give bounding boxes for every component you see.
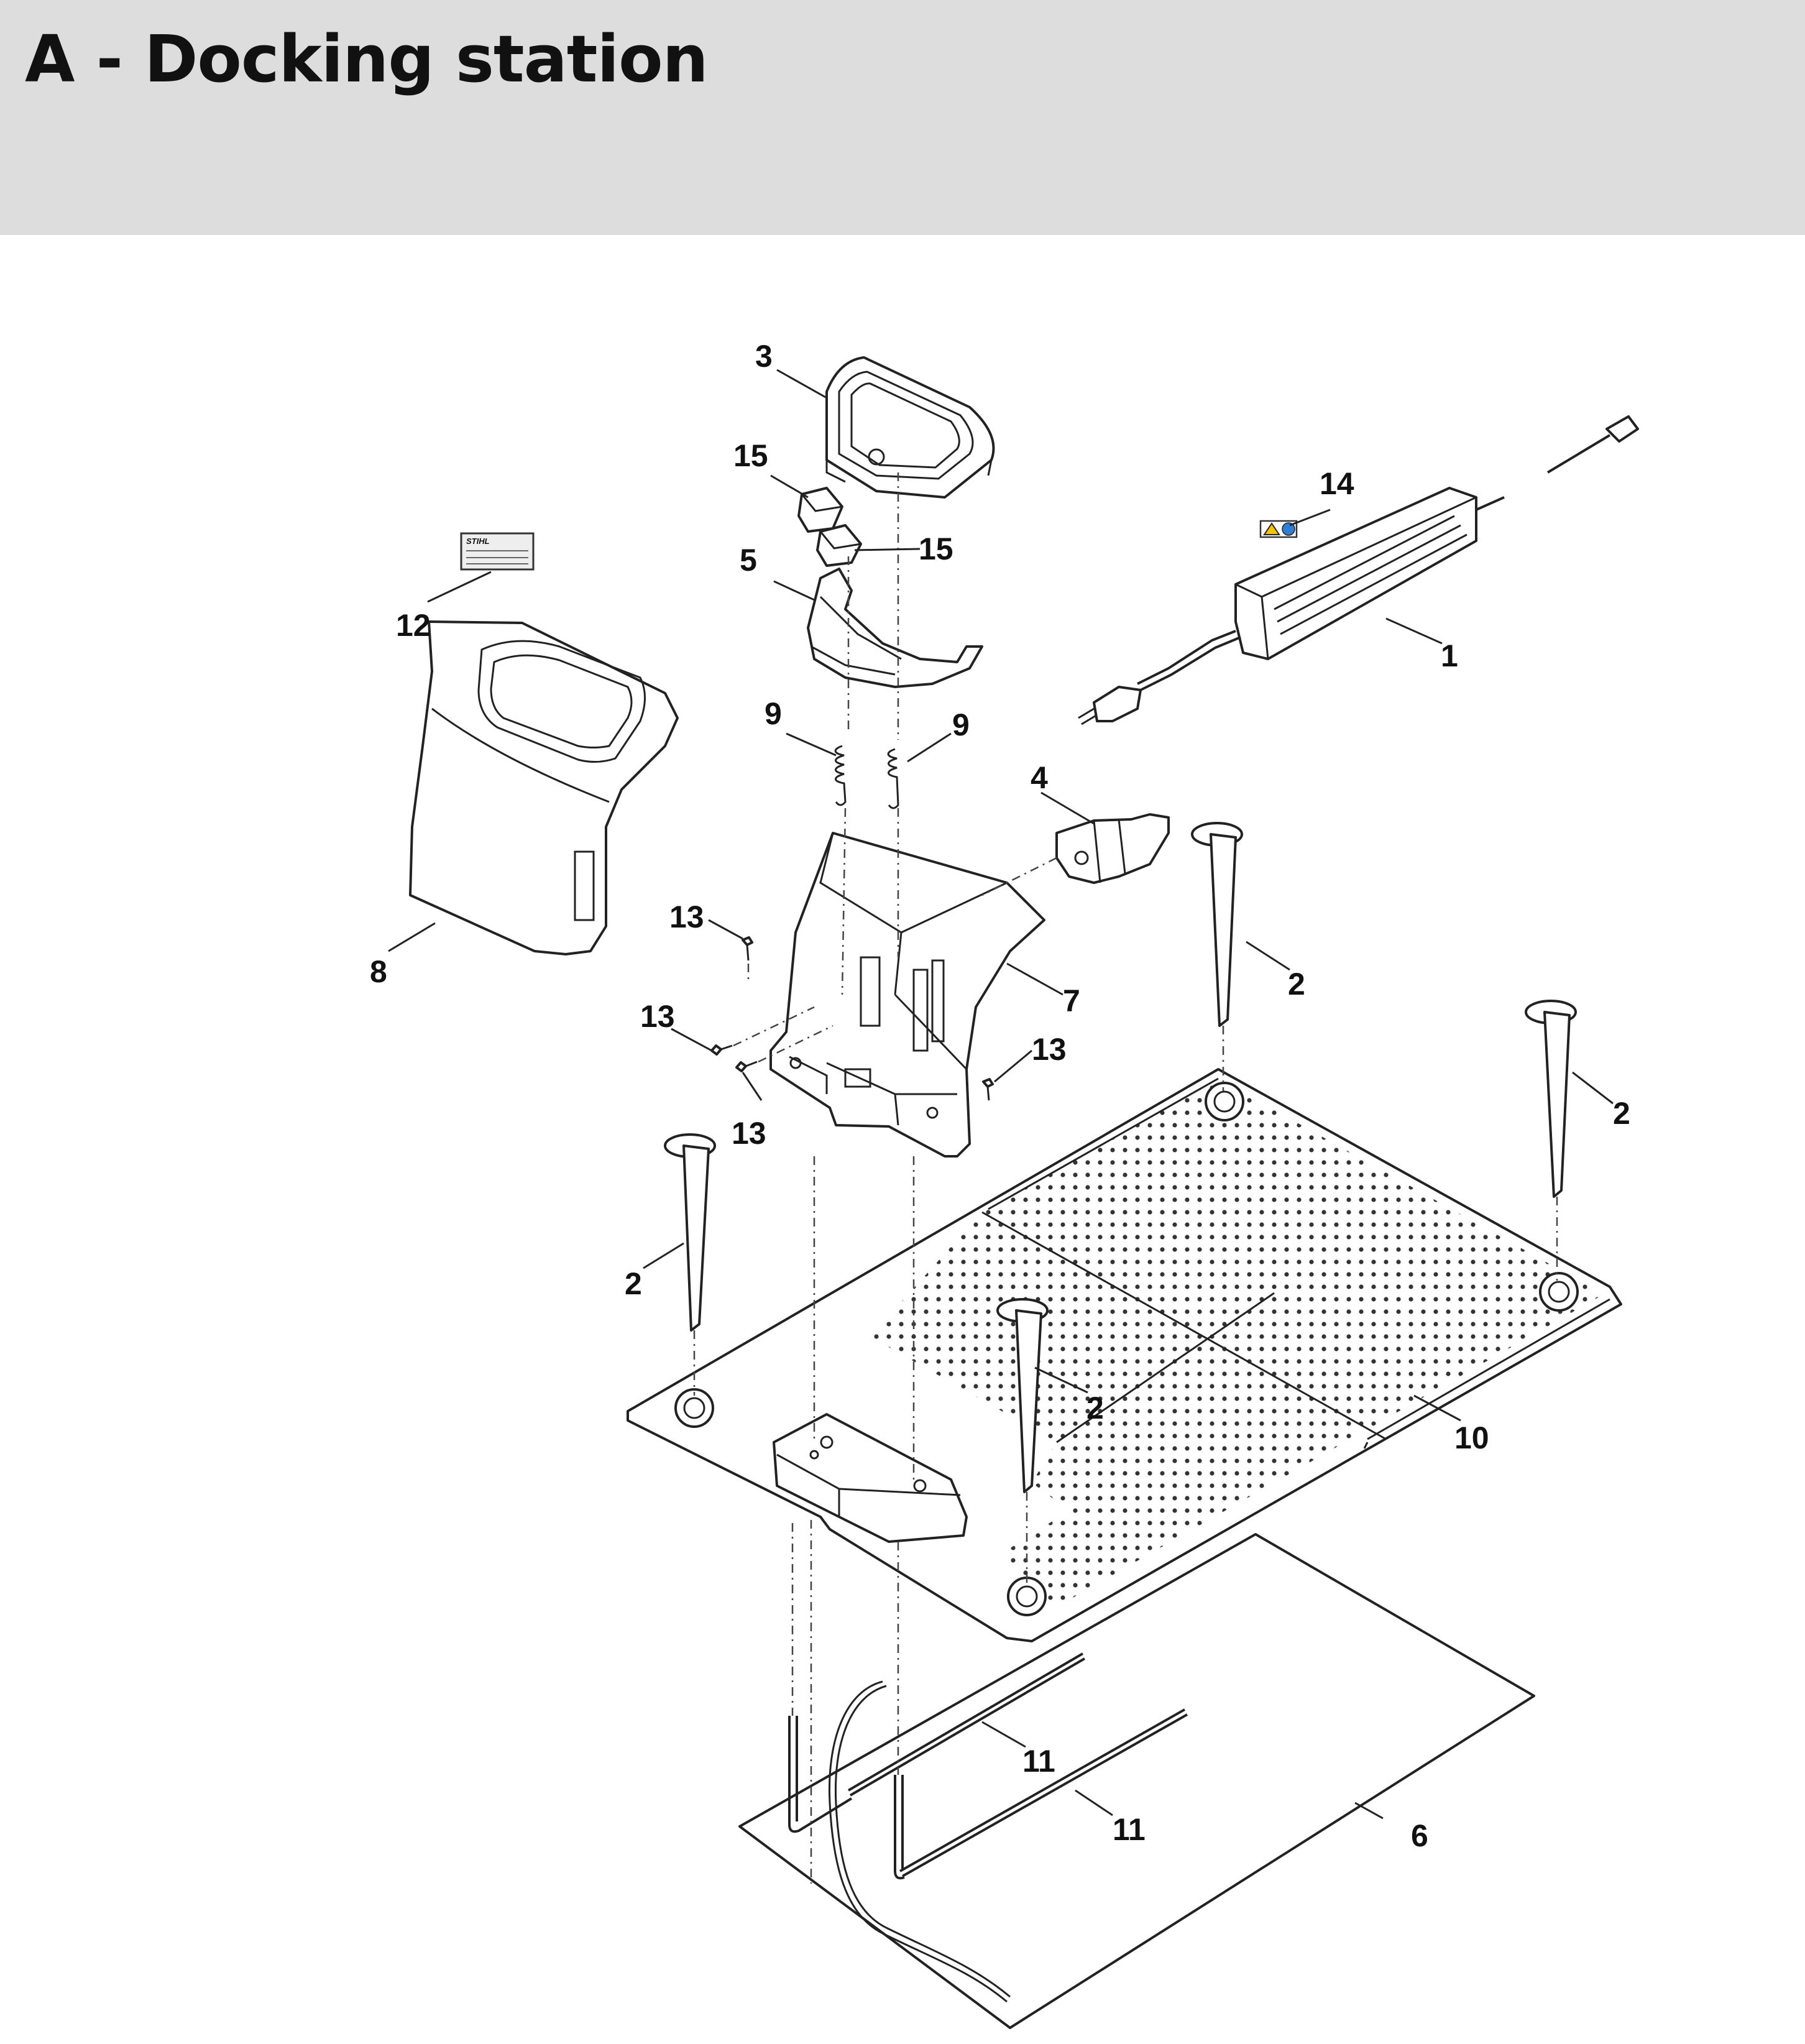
callout-7: 7	[1063, 983, 1080, 1018]
callout-13-bottom: 13	[732, 1116, 766, 1151]
callout-13-right: 13	[1032, 1032, 1067, 1067]
part-5-contact-bracket	[807, 568, 983, 688]
part-4-charging-connector	[1055, 813, 1170, 884]
callout-2-center: 2	[1086, 1391, 1104, 1425]
callout-5: 5	[740, 543, 757, 578]
label-sticker-brand: STIHL	[466, 536, 490, 546]
part-13-screws	[710, 936, 994, 1101]
callout-12: 12	[396, 608, 431, 643]
callout-10: 10	[1454, 1420, 1489, 1455]
callout-11-upper: 11	[1022, 1744, 1055, 1779]
part-2-ground-pegs	[664, 822, 1577, 1493]
leader-lines	[388, 369, 1614, 1820]
part-10-base-plate	[627, 1068, 1622, 1642]
callout-6: 6	[1411, 1818, 1428, 1853]
callout-11-lower: 11	[1113, 1812, 1146, 1847]
callout-13-left: 13	[640, 999, 675, 1034]
callout-15-lower: 15	[919, 532, 953, 566]
callout-2-far-right: 2	[1613, 1096, 1630, 1131]
callout-4: 4	[1031, 760, 1048, 795]
callout-2-top-right: 2	[1288, 967, 1305, 1001]
callout-14: 14	[1320, 466, 1354, 501]
callout-8: 8	[370, 954, 387, 989]
part-9-springs	[834, 745, 899, 809]
part-14-warning-stickers	[1259, 520, 1298, 538]
callout-1: 1	[1441, 638, 1458, 673]
page-title: A - Docking station	[25, 21, 709, 97]
callout-13-top: 13	[669, 900, 704, 934]
part-15-cover-tabs	[797, 487, 862, 567]
part-7-station-housing	[769, 832, 1045, 1158]
callout-3: 3	[755, 339, 773, 374]
part-12-type-label: STIHL	[460, 532, 535, 571]
callout-numbers: 3 15 15 5 12 14 1 9 9 4 13 7 13 13 13 8 …	[370, 339, 1630, 1853]
part-8-cover-hood	[409, 620, 679, 955]
callout-9-left: 9	[765, 696, 782, 731]
callout-2-left: 2	[625, 1266, 642, 1301]
part-1-power-supply	[1078, 415, 1639, 725]
callout-15-upper: 15	[733, 438, 768, 473]
page-header: A - Docking station	[0, 0, 1805, 235]
part-11-guide-wires	[788, 1652, 1188, 2003]
part-6-base-sheet	[738, 1533, 1535, 2029]
assembly-lines	[693, 472, 1558, 1884]
part-3-top-frame	[825, 356, 995, 499]
callout-9-right: 9	[952, 707, 970, 742]
